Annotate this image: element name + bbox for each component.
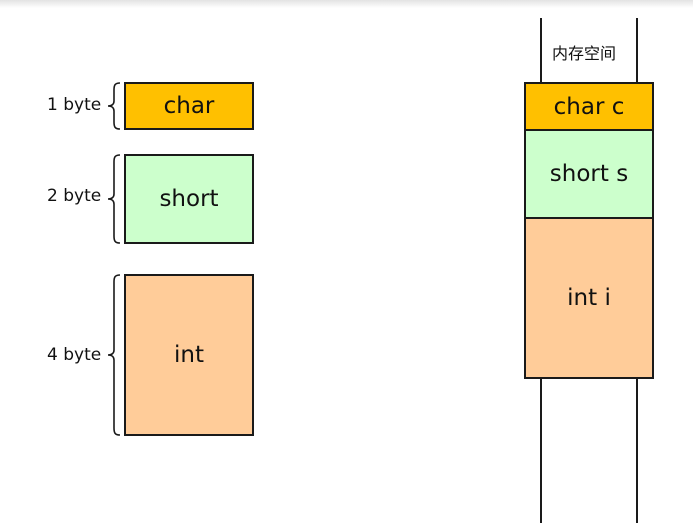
type-box-char: char [124, 82, 254, 130]
brace-int [107, 274, 121, 436]
type-box-short: short [124, 154, 254, 244]
brace-short [107, 154, 121, 244]
memory-rail-right-bottom [636, 377, 638, 523]
memory-rail-left-top [540, 18, 542, 83]
size-label-short: 2 byte [47, 186, 102, 206]
memory-cell-int-i: int i [524, 217, 654, 379]
memory-cell-char-c: char c [524, 82, 654, 131]
memory-cell-label-short-s: short s [549, 161, 629, 187]
size-label-int: 4 byte [47, 345, 102, 365]
type-label-short: short [159, 186, 219, 212]
type-box-int: int [124, 274, 254, 436]
memory-rail-right-top [636, 18, 638, 83]
memory-rail-left-bottom [540, 377, 542, 523]
memory-cell-label-int-i: int i [567, 285, 611, 311]
type-label-int: int [174, 342, 204, 368]
memory-cell-label-char-c: char c [553, 93, 625, 120]
brace-char [107, 82, 121, 130]
memory-cell-short-s: short s [524, 129, 654, 219]
type-label-char: char [163, 93, 215, 119]
memory-space-label: 内存空间 [552, 44, 617, 63]
size-label-char: 1 byte [47, 95, 102, 115]
top-shadow [0, 0, 693, 8]
